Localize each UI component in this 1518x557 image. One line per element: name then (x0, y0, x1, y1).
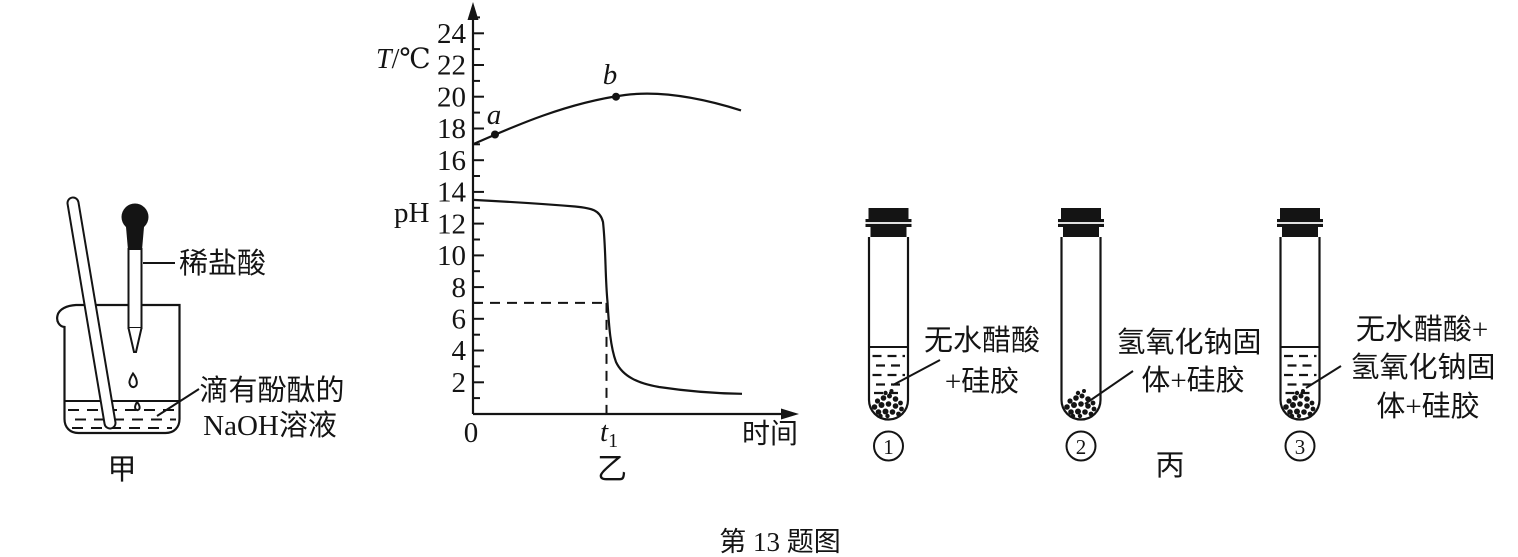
beaker-caption: 甲 (107, 454, 136, 486)
t1-label: t1 (600, 416, 618, 452)
tube3-number: 3 (1295, 435, 1306, 459)
solution-label-line1: 滴有酚酞的 (199, 374, 344, 407)
ytick-4: 4 (452, 335, 467, 367)
point-b-dot (612, 92, 620, 101)
test-tube-3: 无水醋酸+ 氢氧化钠固 体+硅胶 3 (1277, 208, 1496, 462)
ytick-10: 10 (437, 240, 466, 272)
dropper-barrel (127, 248, 143, 329)
falling-drop (128, 371, 138, 389)
tube3-body (1279, 237, 1321, 421)
ph-axis-label: pH (394, 197, 430, 229)
figure-caption: 第 13 题图 (719, 527, 841, 557)
tube1-cap-top (868, 208, 909, 220)
ytick-16: 16 (437, 145, 466, 177)
dropper-label: 稀盐酸 (179, 247, 266, 280)
y-axis-major-ticks (473, 32, 484, 384)
point-b-label: b (603, 59, 618, 91)
temperature-curve (472, 92, 742, 146)
point-a-dot (491, 130, 499, 139)
glass-rod-body (68, 198, 115, 428)
tubes-caption: 丙 (1155, 450, 1184, 482)
tube1-label-line2: +硅胶 (945, 365, 1019, 398)
ytick-2: 2 (452, 367, 467, 399)
x-axis-arrow (781, 408, 799, 420)
y-axis-arrow (467, 2, 479, 20)
ytick-8: 8 (452, 272, 467, 304)
test-tubes: 无水醋酸 +硅胶 1 氢氧化钠固 体+硅胶 2 (865, 208, 1496, 482)
ph-curve (472, 198, 743, 395)
drop-in-liquid (134, 400, 141, 412)
tube2-label-line2: 体+硅胶 (1141, 364, 1244, 397)
tube3-cap-top (1280, 208, 1320, 220)
tube3-label-line2: 氢氧化钠固 (1350, 351, 1495, 384)
ytick-22: 22 (437, 50, 466, 82)
graph: 24 22 20 18 16 14 12 10 8 6 4 2 T/℃ pH a… (376, 2, 799, 486)
solution-label-leader (156, 388, 200, 417)
ytick-12: 12 (437, 208, 466, 240)
temperature-axis-label: T/℃ (376, 44, 431, 75)
solution-label-line2: NaOH溶液 (203, 409, 337, 442)
origin-label: 0 (464, 417, 479, 449)
tube2-cap-lower (1063, 227, 1099, 237)
ytick-18: 18 (437, 113, 466, 145)
tube2-number-circle (1065, 430, 1097, 462)
tube1-liquid-dashes (872, 354, 905, 395)
point-a-label: a (487, 99, 502, 131)
tube1-label-leader (892, 359, 941, 386)
dropper-neck (126, 227, 144, 250)
tube2-number: 2 (1076, 435, 1087, 459)
beaker-outline (56, 303, 181, 435)
dropper (121, 203, 149, 412)
beaker-apparatus: 稀盐酸 滴有酚酞的 NaOH溶液 甲 (56, 196, 345, 486)
graph-caption: 乙 (597, 453, 627, 486)
tube1-cap-lower (870, 227, 907, 237)
ytick-20: 20 (437, 81, 466, 113)
test-tube-1: 无水醋酸 +硅胶 1 (865, 208, 1040, 462)
tube2-label-line1: 氢氧化钠固 (1116, 326, 1261, 359)
ytick-6: 6 (452, 304, 467, 336)
dropper-bulb (121, 203, 149, 231)
tube1-body (867, 237, 910, 421)
ytick-24: 24 (437, 18, 467, 50)
tube3-cap-lower (1282, 227, 1318, 237)
tube3-label-leader (1305, 365, 1342, 389)
tube3-label-line1: 无水醋酸+ (1356, 313, 1488, 346)
tube1-number: 1 (883, 435, 894, 459)
tube2-label-leader (1084, 370, 1134, 405)
tube1-label-line1: 无水醋酸 (924, 324, 1040, 357)
test-tube-2: 氢氧化钠固 体+硅胶 2 (1058, 208, 1262, 462)
y-tick-labels: 24 22 20 18 16 14 12 10 8 6 4 2 (437, 18, 467, 399)
tube2-body (1060, 237, 1102, 421)
tube3-label-line3: 体+硅胶 (1376, 390, 1479, 423)
tube2-cap-top (1061, 208, 1101, 220)
dropper-taper (127, 327, 143, 353)
tube1-number-circle (873, 430, 904, 462)
time-axis-label: 时间 (742, 418, 798, 450)
ytick-14: 14 (437, 177, 467, 209)
tube3-number-circle (1284, 430, 1316, 462)
